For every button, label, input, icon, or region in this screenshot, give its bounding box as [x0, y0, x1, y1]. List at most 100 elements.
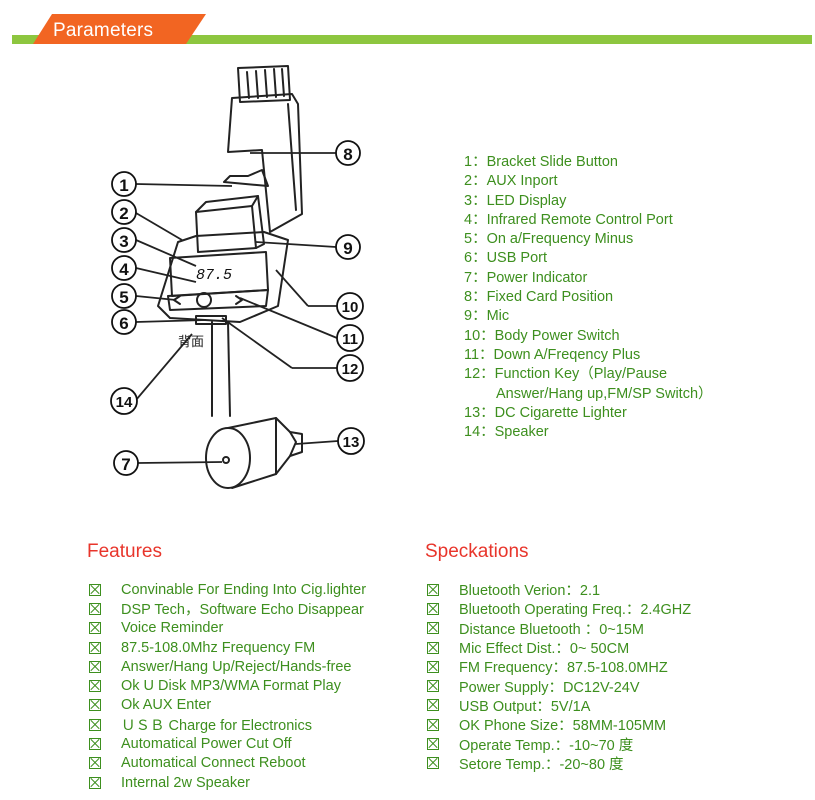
legend-item: 11：Down A/Freqency Plus — [464, 346, 641, 363]
list-item: Automatical Connect Reboot — [89, 754, 366, 773]
legend-item: 8：Fixed Card Position — [464, 289, 614, 306]
list-item: Convinable For Ending Into Cig.lighter — [89, 580, 366, 599]
legend-item: 9：Mic — [464, 308, 510, 325]
checkbox-icon — [427, 680, 439, 693]
checkbox-icon — [427, 699, 439, 712]
list-item: 87.5-108.0Mhz Frequency FM — [89, 638, 366, 657]
svg-text:3: 3 — [119, 232, 128, 251]
header-divider-line — [12, 35, 812, 44]
specifications-list: Bluetooth Verion：2.1 Bluetooth Operating… — [427, 580, 691, 773]
list-item: Automatical Power Cut Off — [89, 734, 366, 753]
checkbox-icon — [89, 699, 101, 712]
callout-14: 14 — [110, 387, 138, 415]
legend-item: 7：Power Indicator — [464, 269, 588, 286]
top-clip — [237, 65, 291, 103]
callout-6: 6 — [111, 309, 137, 335]
list-item: Ok AUX Enter — [89, 696, 366, 715]
callout-10: 10 — [336, 292, 364, 320]
callout-4: 4 — [111, 255, 137, 281]
list-item: Bluetooth Verion：2.1 — [427, 580, 691, 599]
svg-text:9: 9 — [343, 239, 352, 258]
svg-text:4: 4 — [119, 260, 129, 279]
list-item: Answer/Hang Up/Reject/Hands-free — [89, 657, 366, 676]
svg-text:5: 5 — [119, 288, 128, 307]
callout-7: 7 — [113, 450, 139, 476]
svg-text:1: 1 — [119, 176, 128, 195]
callout-3: 3 — [111, 227, 137, 253]
checkbox-icon — [89, 680, 101, 693]
checkbox-icon — [89, 660, 101, 673]
product-diagram: 87.5 背面 1 2 3 4 5 6 7 8 9 10 11 12 13 14 — [110, 65, 365, 489]
legend-item-continued: Answer/Hang up,FM/SP Switch） — [496, 385, 713, 402]
legend-item: 5：On a/Frequency Minus — [464, 231, 634, 248]
gooseneck — [211, 321, 231, 417]
checkbox-icon — [427, 757, 439, 770]
list-item: Voice Reminder — [89, 619, 366, 638]
legend-item: 4：Infrared Remote Control Port — [464, 211, 673, 228]
list-item: Distance Bluetooth ：0~15M — [427, 619, 691, 638]
svg-text:2: 2 — [119, 204, 128, 223]
parts-legend: 1：Bracket Slide Button 2：AUX Inport 3：LE… — [464, 153, 713, 442]
list-item: FM Frequency：87.5-108.0MHZ — [427, 657, 691, 676]
main-body — [157, 231, 289, 323]
callout-2: 2 — [111, 199, 137, 225]
header-tab-shape — [33, 14, 206, 44]
checkbox-icon — [427, 602, 439, 615]
checkbox-icon — [89, 718, 101, 731]
svg-text:8: 8 — [343, 145, 352, 164]
back-label: 背面 — [178, 335, 204, 350]
checkbox-icon — [427, 641, 439, 654]
svg-text:14: 14 — [116, 394, 133, 411]
list-item: Mic Effect Dist.：0~ 50CM — [427, 638, 691, 657]
callout-13: 13 — [337, 427, 365, 455]
list-item: DSP Tech，Software Echo Disappear — [89, 599, 366, 618]
list-item: Internal 2w Speaker — [89, 773, 366, 792]
callout-1: 1 — [111, 171, 137, 197]
legend-item: 6：USB Port — [464, 250, 547, 267]
header-tab — [33, 14, 206, 44]
function-key — [196, 292, 212, 308]
callout-12: 12 — [336, 354, 364, 382]
list-item: Bluetooth Operating Freq.：2.4GHZ — [427, 599, 691, 618]
svg-text:12: 12 — [342, 361, 359, 378]
legend-item: 13：DC Cigarette Lighter — [464, 404, 627, 421]
legend-item: 1：Bracket Slide Button — [464, 154, 618, 170]
bracket-slide — [195, 205, 257, 253]
features-title: Features — [87, 541, 162, 562]
legend-item: 12：Function Key（Play/Pause — [464, 366, 668, 383]
legend-item: 3：LED Display — [464, 192, 567, 209]
callout-11: 11 — [336, 324, 364, 352]
page-title: Parameters — [53, 20, 154, 41]
checkbox-icon — [427, 622, 439, 635]
svg-text:6: 6 — [119, 314, 128, 333]
svg-text:11: 11 — [342, 331, 358, 348]
list-item: Setore Temp.：-20~80 度 — [427, 754, 691, 773]
checkbox-icon — [89, 602, 101, 615]
list-item: OK Phone Size：58MM-105MM — [427, 715, 691, 734]
svg-text:10: 10 — [342, 299, 359, 316]
legend-item: 2：AUX Inport — [464, 173, 558, 190]
bracket-arm — [227, 93, 303, 233]
features-list: Convinable For Ending Into Cig.lighter D… — [89, 580, 366, 792]
checkbox-icon — [89, 738, 101, 751]
callout-5: 5 — [111, 283, 137, 309]
callout-9: 9 — [335, 234, 361, 260]
checkbox-icon — [427, 583, 439, 596]
display-readout: 87.5 — [196, 267, 232, 284]
plus-key — [235, 295, 243, 305]
checkbox-icon — [427, 660, 439, 673]
checkbox-icon — [89, 757, 101, 770]
legend-item: 14：Speaker — [464, 424, 549, 441]
checkbox-icon — [89, 622, 101, 635]
power-indicator — [222, 456, 230, 464]
checkbox-icon — [89, 776, 101, 789]
list-item: Operate Temp.：-10~70 度 — [427, 734, 691, 754]
list-item: ＵＳＢ Charge for Electronics — [89, 715, 366, 734]
checkbox-icon — [427, 718, 439, 731]
list-item: Power Supply：DC12V-24V — [427, 676, 691, 696]
callout-8: 8 — [335, 140, 361, 166]
checkbox-icon — [89, 583, 101, 596]
specifications-title: Speckations — [425, 541, 529, 562]
list-item: USB Output：5V/1A — [427, 696, 691, 715]
legend-item: 10：Body Power Switch — [464, 327, 620, 344]
